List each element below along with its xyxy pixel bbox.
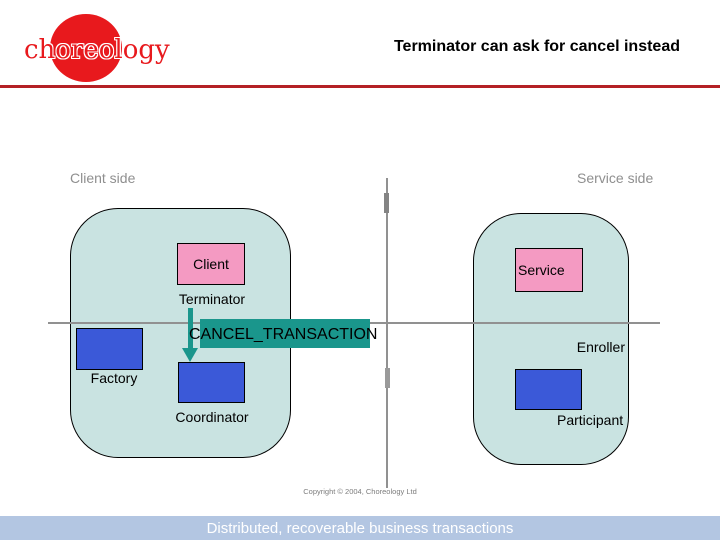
service-side-label: Service side xyxy=(577,170,654,186)
cancel-arrow-head-icon xyxy=(182,348,198,362)
logo-wordmark: choreology xyxy=(24,35,170,65)
coordinator-label: Coordinator xyxy=(175,409,249,425)
participant-node xyxy=(515,369,582,410)
service-node-label: Service xyxy=(518,262,565,278)
cancel-transaction-message-box xyxy=(200,319,370,348)
service-node: Service xyxy=(515,248,583,292)
participant-label: Participant xyxy=(557,412,624,428)
cancel-transaction-label: CANCEL_TRANSACTION xyxy=(189,326,378,343)
client-node-label: Client xyxy=(193,256,229,272)
vertical-line-segment-top xyxy=(384,193,389,213)
cancel-arrow-shaft xyxy=(188,308,193,349)
factory-label: Factory xyxy=(90,370,138,386)
enroller-label: Enroller xyxy=(576,339,625,355)
client-side-label: Client side xyxy=(70,170,136,186)
factory-node xyxy=(76,328,143,370)
footer-bar: Distributed, recoverable business transa… xyxy=(0,516,720,540)
vertical-line-segment-bottom xyxy=(385,368,390,388)
vertical-divider-line xyxy=(386,178,388,488)
coordinator-node xyxy=(178,362,245,403)
footer-tagline: Distributed, recoverable business transa… xyxy=(206,519,514,537)
logo-red-circle-icon xyxy=(50,14,122,82)
client-node: Client xyxy=(177,243,245,285)
terminator-label: Terminator xyxy=(178,291,246,307)
header-divider xyxy=(0,85,720,88)
copyright-text: Copyright © 2004, Choreology Ltd xyxy=(303,487,417,496)
slide-title: Terminator can ask for cancel instead xyxy=(393,38,680,55)
choreology-logo: choreology xyxy=(10,4,170,86)
